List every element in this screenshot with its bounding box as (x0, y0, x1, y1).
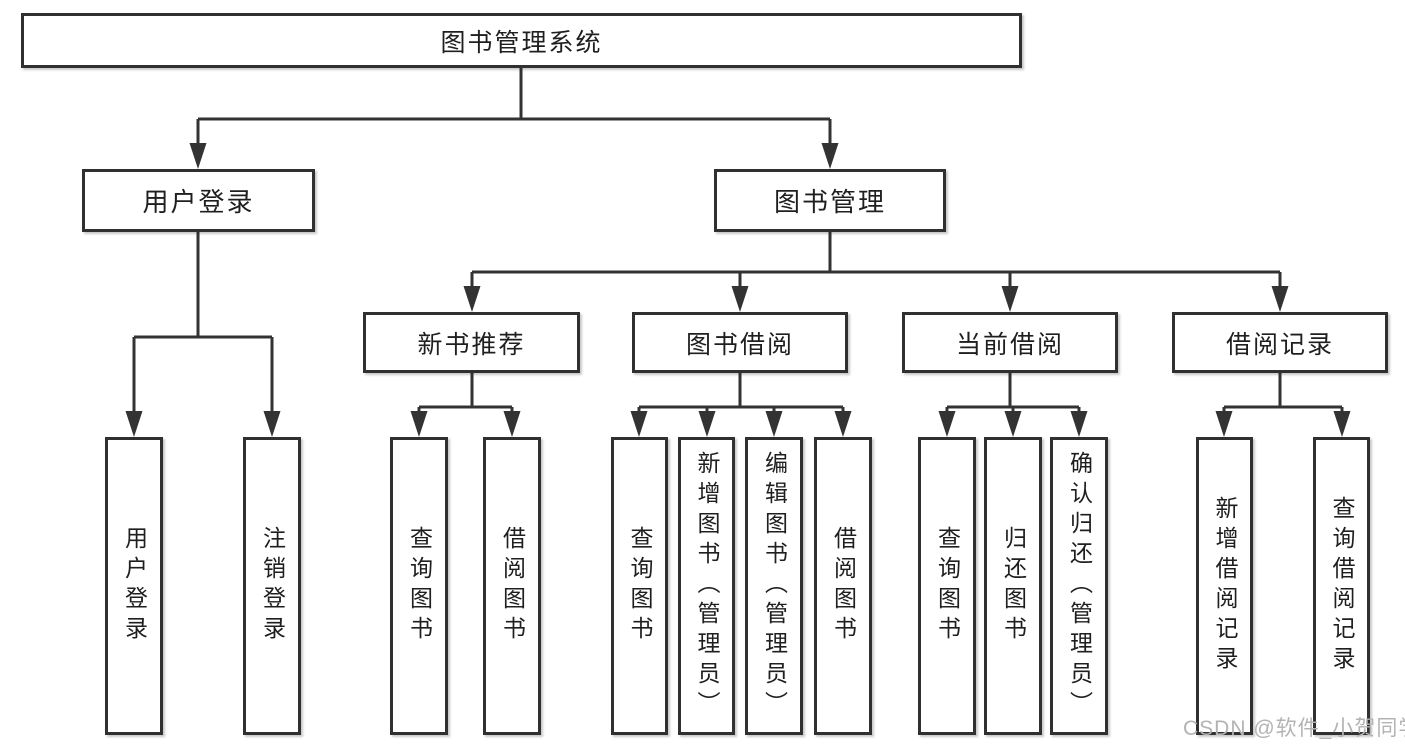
arrow-down-icon (1333, 411, 1351, 437)
leaf-label: 查询图书 (406, 526, 433, 646)
connector-user-login-children (125, 232, 281, 437)
leaf-label: 查询图书 (934, 526, 961, 646)
leaf-label: 归还图书 (1000, 526, 1027, 646)
connector-new-book-recommend-children (410, 373, 521, 437)
arrow-down-icon (125, 411, 143, 437)
arrow-down-icon (463, 286, 481, 312)
arrow-down-icon (731, 286, 749, 312)
arrow-down-icon (410, 411, 428, 437)
leaf-label: 借阅图书 (499, 526, 526, 646)
leaf-borrow-books: 借阅图书 (483, 437, 541, 735)
leaf-query-books: 查询图书 (918, 437, 976, 735)
leaf-label: 新增借阅记录 (1212, 496, 1238, 676)
leaf-confirm-return-admin: 确认归还（管理员） (1050, 437, 1108, 735)
arrow-down-icon (765, 411, 783, 437)
node-new-book-recommend: 新书推荐 (363, 312, 580, 373)
leaf-add-borrow-record: 新增借阅记录 (1196, 437, 1253, 735)
arrow-down-icon (189, 143, 207, 169)
leaf-user-login: 用户登录 (105, 437, 163, 735)
leaf-query-books: 查询图书 (390, 437, 448, 735)
leaf-label: 查询图书 (627, 526, 653, 646)
arrow-down-icon (630, 411, 648, 437)
arrow-down-icon (938, 411, 956, 437)
node-current-borrow: 当前借阅 (902, 312, 1118, 373)
arrow-down-icon (698, 411, 716, 437)
leaf-label: 查询借阅记录 (1329, 496, 1355, 676)
arrow-down-icon (1004, 411, 1022, 437)
node-borrow-records: 借阅记录 (1172, 312, 1388, 373)
arrow-down-icon (503, 411, 521, 437)
leaf-label: 新增图书（管理员） (694, 451, 720, 721)
connector-root-to-level2 (189, 68, 839, 169)
leaf-logout: 注销登录 (243, 437, 301, 735)
node-user-login: 用户登录 (82, 169, 315, 232)
connector-current-borrow-children (938, 373, 1088, 437)
node-book-management: 图书管理 (714, 169, 946, 232)
leaf-add-books-admin: 新增图书（管理员） (678, 437, 735, 735)
leaf-label: 注销登录 (259, 526, 286, 646)
connector-book-borrow-children (630, 373, 852, 437)
watermark: CSDN @软件_小贺同学 (1183, 717, 1405, 740)
leaf-edit-books-admin: 编辑图书（管理员） (745, 437, 803, 735)
arrow-down-icon (834, 411, 852, 437)
arrow-down-icon (1271, 286, 1289, 312)
leaf-label: 用户登录 (121, 526, 148, 646)
leaf-label: 编辑图书（管理员） (761, 451, 788, 721)
arrow-down-icon (1070, 411, 1088, 437)
leaf-query-books: 查询图书 (611, 437, 668, 735)
leaf-borrow-books: 借阅图书 (814, 437, 872, 735)
node-book-borrow: 图书借阅 (632, 312, 848, 373)
leaf-query-borrow-record: 查询借阅记录 (1313, 437, 1370, 735)
leaf-label: 确认归还（管理员） (1066, 451, 1093, 721)
leaf-label: 借阅图书 (830, 526, 857, 646)
connector-borrow-records-children (1215, 373, 1351, 437)
arrow-down-icon (263, 411, 281, 437)
arrow-down-icon (1001, 286, 1019, 312)
arrow-down-icon (1215, 411, 1233, 437)
arrow-down-icon (821, 143, 839, 169)
connector-book-management-children (463, 232, 1289, 312)
leaf-return-books: 归还图书 (984, 437, 1042, 735)
node-root-system: 图书管理系统 (21, 13, 1022, 68)
